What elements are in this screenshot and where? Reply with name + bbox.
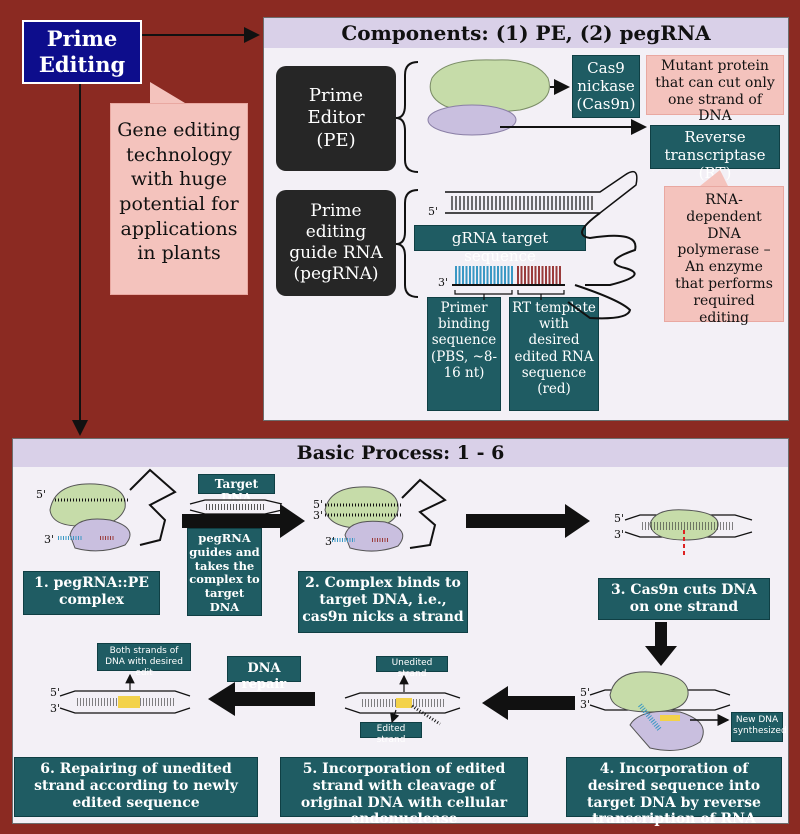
step3-graphic: 5' 3' — [614, 509, 753, 556]
svg-text:5': 5' — [36, 488, 46, 501]
pbs-bases — [455, 266, 513, 284]
title-box: Prime Editing — [22, 20, 142, 84]
components-header: Components: (1) PE, (2) pegRNA — [264, 18, 788, 48]
cas9-note: Mutant protein that can cut only one str… — [646, 55, 784, 124]
step2-label: 2. Complex binds to target DNA, i.e., ca… — [298, 571, 468, 633]
pegrna-bracket — [395, 189, 419, 298]
pbs-brace — [454, 290, 513, 300]
rt-template-label: RT template with desired edited RNA sequ… — [509, 297, 599, 411]
grna-target-label: gRNA target sequence — [414, 225, 586, 265]
step1-label: 1. pegRNA::PE complex — [23, 571, 160, 615]
step2-complex: 5' 3' 3' — [313, 478, 447, 552]
pegrna-box: Prime editing guide RNA (pegRNA) — [276, 190, 396, 296]
both-strands-label: Both strands of DNA with desired edit — [97, 643, 191, 678]
edited-strand-label: Edited strand — [360, 722, 422, 745]
svg-text:5': 5' — [313, 498, 323, 511]
rt-note-pointer — [700, 170, 728, 186]
three-prime-label: 3' — [438, 276, 448, 289]
unedited-strand-label: Unedited strand — [376, 656, 448, 679]
template-brace — [517, 290, 565, 300]
step1-complex: 5' 3' — [36, 468, 177, 552]
svg-text:3': 3' — [614, 528, 624, 541]
arrow-step3-to-4 — [645, 622, 677, 666]
cas9-protein — [429, 59, 550, 113]
step5-graphic — [344, 674, 461, 726]
svg-text:5': 5' — [50, 686, 60, 699]
step4-graphic: 5' 3' — [580, 671, 731, 751]
arrow-step4-to-5 — [482, 686, 575, 720]
rna-loop — [581, 212, 637, 286]
prime-editor-box: Prime Editor (PE) — [276, 66, 396, 171]
rt-note: RNA-dependent DNA polymerase – An enzyme… — [664, 186, 784, 326]
five-prime-label: 5' — [428, 205, 438, 218]
svg-text:3': 3' — [50, 702, 60, 715]
svg-text:5': 5' — [580, 686, 590, 699]
arrow-step5-to-6 — [208, 682, 315, 716]
pe-bracket — [395, 61, 419, 173]
dna-repair-label: DNA repair — [227, 656, 301, 692]
intro-pointer — [150, 82, 185, 103]
guides-note: pegRNA guides and takes the complex to t… — [187, 528, 262, 616]
new-dna-label: New DNA synthesized — [731, 712, 787, 742]
svg-text:3': 3' — [313, 509, 323, 522]
rna-tail — [567, 284, 632, 320]
target-dna-label: Target DNA — [198, 474, 275, 505]
process-header: Basic Process: 1 - 6 — [13, 439, 788, 467]
arrow-step1-to-2 — [182, 504, 305, 538]
step5-label: 5. Incorporation of edited strand with c… — [280, 757, 528, 827]
grna-bases — [451, 196, 593, 210]
rt-protein — [427, 104, 517, 136]
svg-text:3': 3' — [44, 533, 54, 546]
pbs-label: Primer binding sequence (PBS, ~8-16 nt) — [427, 297, 501, 411]
cas9-nickase-label: Cas9 nickase (Cas9n) — [572, 55, 640, 118]
step6-graphic: 5' 3' — [50, 673, 191, 715]
intro-note: Gene editing technology with huge potent… — [110, 103, 248, 295]
grna-scaffold — [445, 170, 638, 214]
svg-text:3': 3' — [325, 535, 335, 548]
template-bases — [517, 266, 561, 284]
step3-label: 3. Cas9n cuts DNA on one strand — [598, 578, 770, 620]
svg-text:5': 5' — [614, 512, 624, 525]
step6-label: 6. Repairing of unedited strand accordin… — [14, 757, 258, 817]
step4-label: 4. Incorporation of desired sequence int… — [566, 757, 782, 827]
svg-text:3': 3' — [580, 698, 590, 711]
arrow-step2-to-3 — [466, 504, 590, 538]
target-dna-graphic — [189, 499, 283, 515]
rt-label: Reverse transcriptase (RT) — [650, 125, 780, 182]
